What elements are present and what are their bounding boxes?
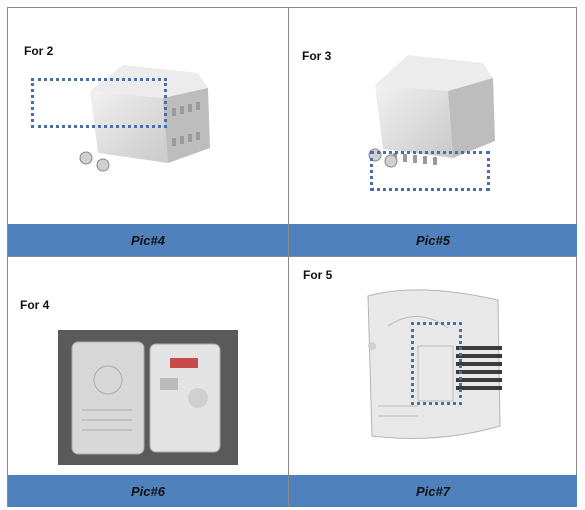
label-band-pic6: Pic#6 [8,475,288,507]
label-band-pic5: Pic#5 [289,224,577,256]
label-pic7: Pic#7 [416,483,450,499]
label-band-pic7: Pic#7 [289,475,577,507]
highlight-box-top-latch [31,78,167,128]
label-pic4: Pic#4 [131,232,165,248]
caption-for-5: For 5 [303,268,333,282]
label-band-pic4: Pic#4 [8,224,288,256]
row-divider [8,256,576,257]
open-enclosure-image [58,330,238,465]
closed-enclosure-image-side [368,55,495,168]
label-pic5: Pic#5 [416,232,450,248]
open-tray-image [367,289,502,439]
caption-for-3: For 3 [302,49,332,63]
label-pic6: Pic#6 [131,483,165,499]
caption-for-4: For 4 [20,298,50,312]
caption-for-2: For 2 [24,44,54,58]
highlight-box-bottom-ports [370,151,490,191]
column-divider [288,8,289,506]
closed-enclosure-image-front [79,65,210,172]
figure-grid: For 2 Pic#4 For 3 [7,7,577,507]
highlight-box-splice-area [411,322,462,405]
